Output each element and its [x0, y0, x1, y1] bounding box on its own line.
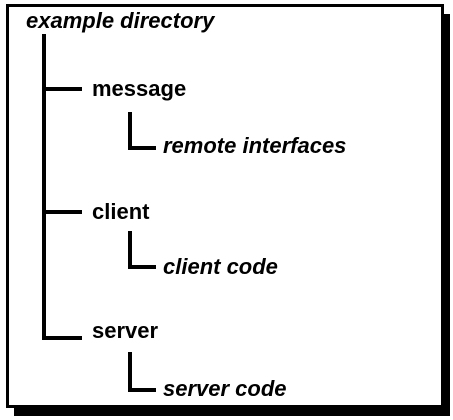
branch-line-client — [42, 210, 82, 214]
child-client-code: client code — [163, 254, 278, 279]
sub-trunk-client — [128, 231, 132, 269]
sub-branch-message — [128, 146, 156, 150]
child-remote-interfaces: remote interfaces — [163, 133, 347, 158]
branch-line-server — [42, 336, 82, 340]
node-message: message — [92, 76, 187, 101]
sub-trunk-server — [128, 352, 132, 392]
branch-line-message — [42, 87, 82, 91]
sub-branch-client — [128, 265, 156, 269]
root-directory-label: example directory — [26, 8, 215, 33]
node-server: server — [92, 318, 159, 343]
node-client: client — [92, 199, 150, 224]
sub-trunk-message — [128, 112, 132, 150]
child-server-code: server code — [163, 376, 287, 401]
diagram-frame — [6, 4, 444, 408]
root-trunk-line — [42, 34, 46, 340]
sub-branch-server — [128, 388, 156, 392]
